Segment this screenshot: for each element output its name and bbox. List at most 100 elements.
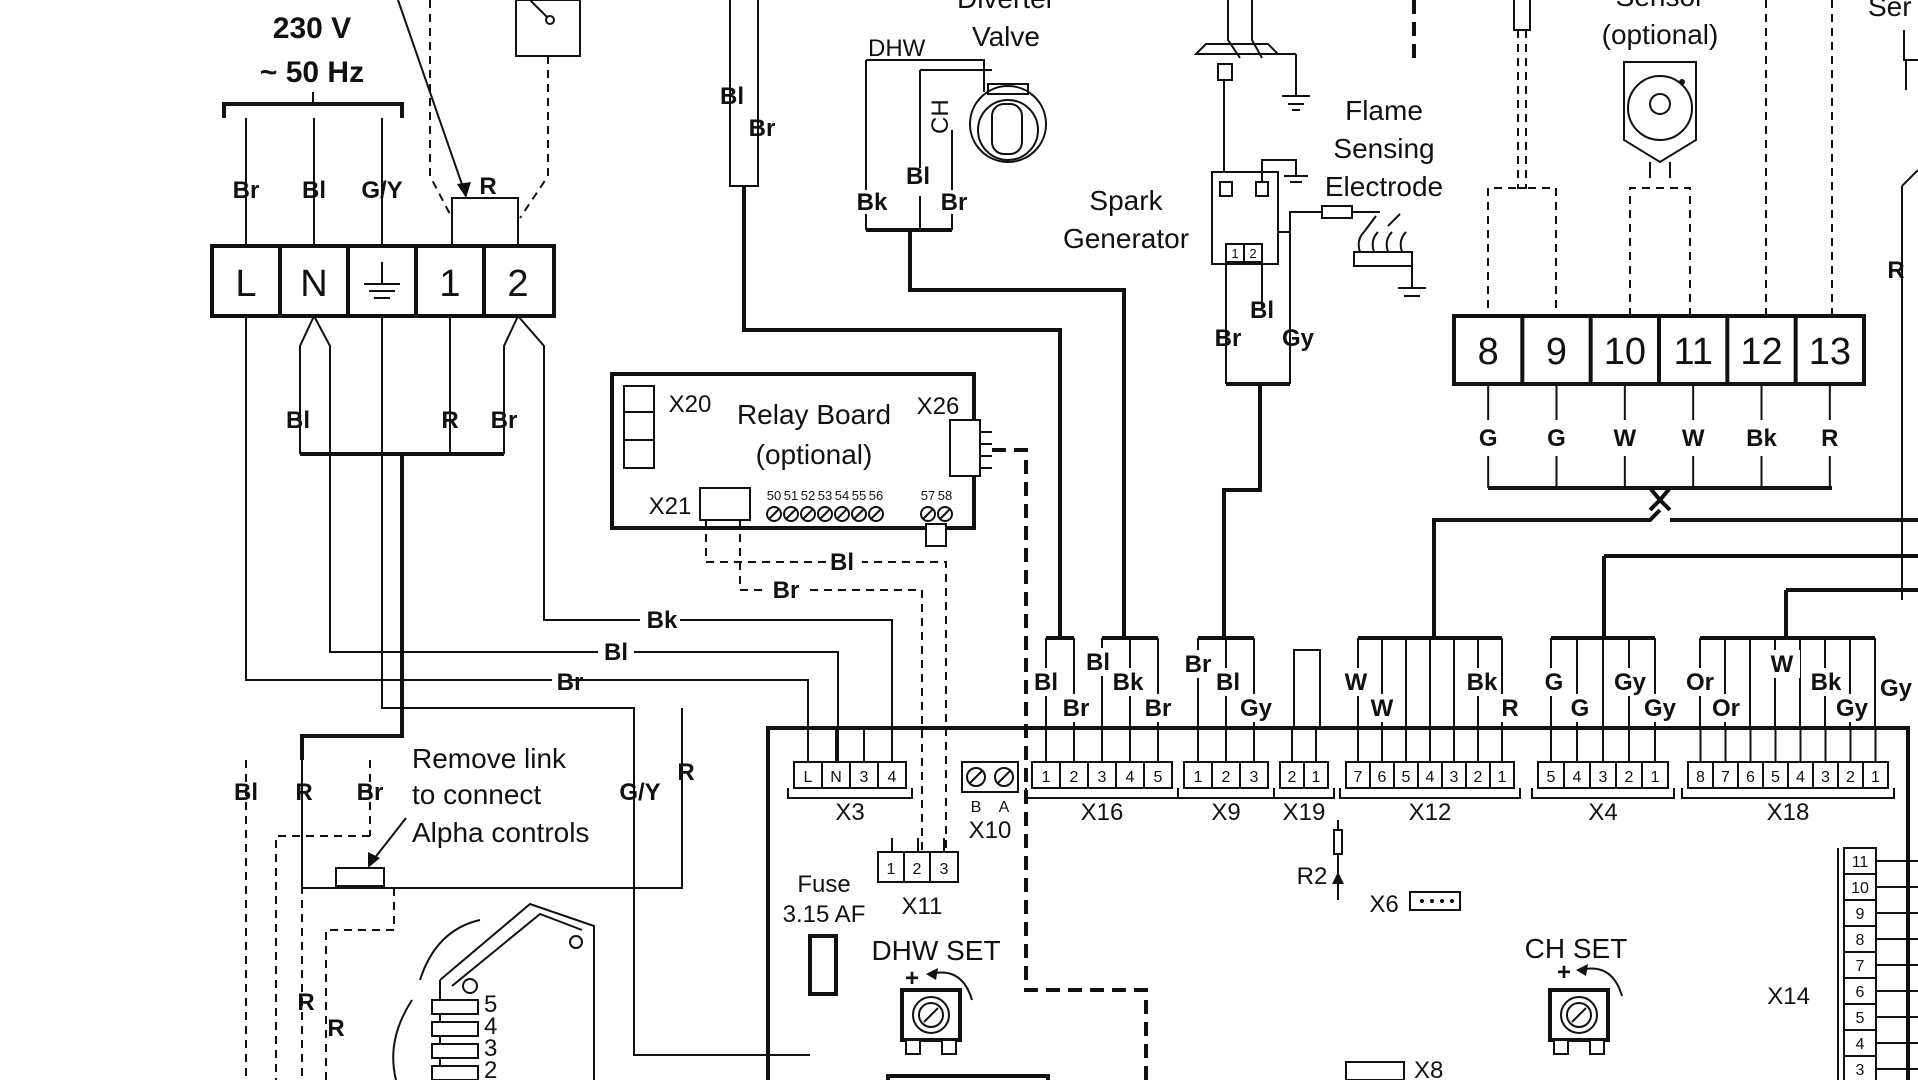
diverter-wire-br: Br [941,189,968,216]
flame-line2: Sensing [1333,133,1434,164]
relay-pin-label: 51 [784,488,798,503]
x14-pin: 5 [1856,1010,1865,1027]
sensor-terminal-wire: G [1479,425,1498,452]
top-cable: Bl Br [720,0,1062,638]
spark-wire-bl: Bl [1250,297,1274,324]
relay-board-subtitle: (optional) [756,439,873,470]
pcb-wire-label: R [1501,695,1518,722]
x18-pin: 2 [1846,769,1855,786]
sensor-terminal-wire: Bk [1746,425,1777,452]
relay-pin-label: 54 [835,488,849,503]
relay-pin-label: 56 [869,488,883,503]
relay-wires: Bl Br [705,448,1148,1080]
relay-screw-icon [851,506,867,522]
pcb-wire-label: G [1571,695,1590,722]
x4-label: X4 [1588,799,1617,826]
pcb-wire-label: Gy [1240,695,1273,722]
relay-screw-icon [766,506,782,522]
link-note-line3: Alpha controls [412,817,589,848]
x18-pin: 6 [1746,769,1755,786]
pcb-wire-label: Or [1686,669,1714,696]
burner-icon [1353,213,1426,297]
x3-pin: L [804,769,813,786]
x10-pin-a: A [999,799,1010,816]
sensor-terminal-wire: W [1614,425,1637,452]
x18-pin: 3 [1821,769,1830,786]
flame-sensing-electrode: Flame Sensing Electrode [1325,95,1443,297]
wire-label-r-4: R [297,989,314,1016]
x16-pin: 1 [1042,769,1051,786]
x9-label: X9 [1211,799,1240,826]
dhw-set-pot[interactable]: DHW SET + [871,935,1001,1055]
relay-x21-connector [699,487,751,521]
fuse: Fuse 3.15 AF [783,871,866,996]
diverter-valve: Diverter Valve DHW CH Bl Bk Br [857,0,1126,638]
relay-screw-icon [868,506,884,522]
wire-label-r-run: R [677,759,694,786]
r2-label: R2 [1297,863,1328,890]
pump-pin-5: 5 [484,991,497,1018]
pcb-wire-label: W [1345,669,1368,696]
ch-set-label: CH SET [1525,933,1628,964]
earth-icon [364,262,400,299]
x16-pin: 3 [1098,769,1107,786]
x10-label: X10 [969,817,1012,844]
x18-pin: 4 [1796,769,1805,786]
flame-line3: Electrode [1325,171,1443,202]
ch-plus: + [1557,959,1571,986]
x16-pin: 5 [1154,769,1163,786]
pump-pin-3: 3 [484,1035,497,1062]
sensor-right-partial: Ser [1868,0,1912,22]
relay-x21: X21 [649,493,692,520]
pump-icon: 5 4 3 2 [392,902,595,1080]
x12-pin: 1 [1498,769,1507,786]
spark-generator-line1: Spark [1089,185,1163,216]
x12-pin: 3 [1450,769,1459,786]
wire-label-bl-3: Bl [234,779,258,806]
spark-pin-1: 1 [1231,246,1238,261]
fuse-rating: 3.15 AF [783,901,866,928]
wire-label-bl-run: Bl [604,639,628,666]
sensor-terminal-12: 12 [1740,331,1782,373]
supply-voltage: 230 V [273,12,351,45]
relay-wire-br: Br [773,577,800,604]
wire-label-bl-2: Bl [286,407,310,434]
wire-label-bk-run: Bk [647,607,678,634]
x14-pin: 10 [1851,880,1869,897]
relay-pin-label: 55 [852,488,866,503]
x14-pin: 3 [1856,1062,1865,1079]
supply-section: 230 V ~ 50 Hz [222,0,581,219]
x18-pin: 1 [1871,769,1880,786]
connector-x10: B A X10 [961,761,1019,844]
sensor-terminal-13: 13 [1809,331,1851,373]
wire-label-br-3: Br [357,779,384,806]
dhw-set-label: DHW SET [871,935,1000,966]
x16-pin: 4 [1126,769,1135,786]
pcb-wire-label: Gy [1614,669,1647,696]
pcb-wire-label: Gy [1836,695,1869,722]
x11-pin-1: 1 [887,861,896,878]
pcb-wire-label: Or [1712,695,1740,722]
terminal-N: N [300,263,327,305]
diverter-wire-bl: Bl [906,163,930,190]
connector-x8: X8 [1345,1057,1443,1080]
ch-set-pot[interactable]: CH SET + [1525,933,1628,1055]
fuse-body [808,934,838,996]
x10-pin-b: B [971,799,982,816]
x19-pin: 2 [1288,769,1297,786]
relay-pin-label: 58 [938,488,952,503]
relay-pin-label: 50 [767,488,781,503]
x16-label: X16 [1081,799,1124,826]
